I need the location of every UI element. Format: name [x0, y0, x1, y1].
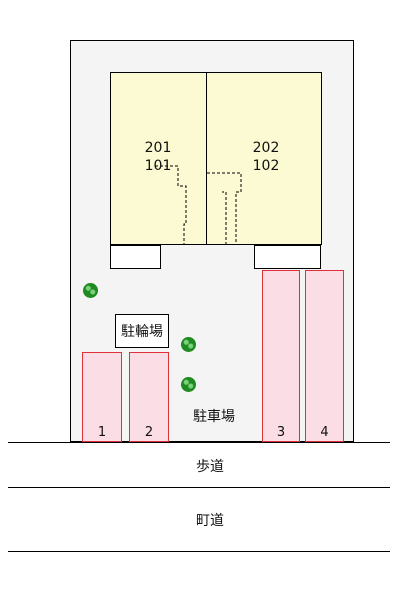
- entrance-path-right: [207, 172, 242, 245]
- entrance-path-right-inner: [222, 191, 227, 245]
- unit-divider: [206, 72, 207, 245]
- unit-101-label: 101: [144, 158, 172, 174]
- parking-space-1: 1: [82, 352, 122, 442]
- road-boundary-line: [8, 487, 390, 488]
- tree-icon: [83, 283, 98, 298]
- sidewalk-boundary-line: [8, 442, 390, 443]
- parking-space-3: 3: [262, 270, 300, 442]
- street-label: 町道: [196, 513, 224, 529]
- unit-202-label: 202: [252, 140, 280, 156]
- parking-space-number: 3: [276, 425, 286, 440]
- parking-space-number: 2: [144, 425, 154, 440]
- bike-parking-area: 駐輪場: [115, 314, 169, 348]
- car-parking-label: 駐車場: [193, 409, 235, 425]
- entrance-path-left: [155, 165, 187, 245]
- sidewalk-label: 歩道: [196, 459, 224, 475]
- unit-102-label: 102: [252, 158, 280, 174]
- road-edge-line: [8, 551, 390, 552]
- tree-icon: [181, 377, 196, 392]
- parking-space-2: 2: [129, 352, 169, 442]
- apartment-building: [110, 72, 322, 245]
- entrance-step-right: [254, 245, 321, 269]
- parking-space-4: 4: [305, 270, 344, 442]
- parking-space-number: 1: [97, 425, 107, 440]
- parking-space-number: 4: [320, 425, 329, 440]
- entrance-step-left: [110, 245, 161, 269]
- tree-icon: [181, 337, 196, 352]
- unit-201-label: 201: [144, 140, 172, 156]
